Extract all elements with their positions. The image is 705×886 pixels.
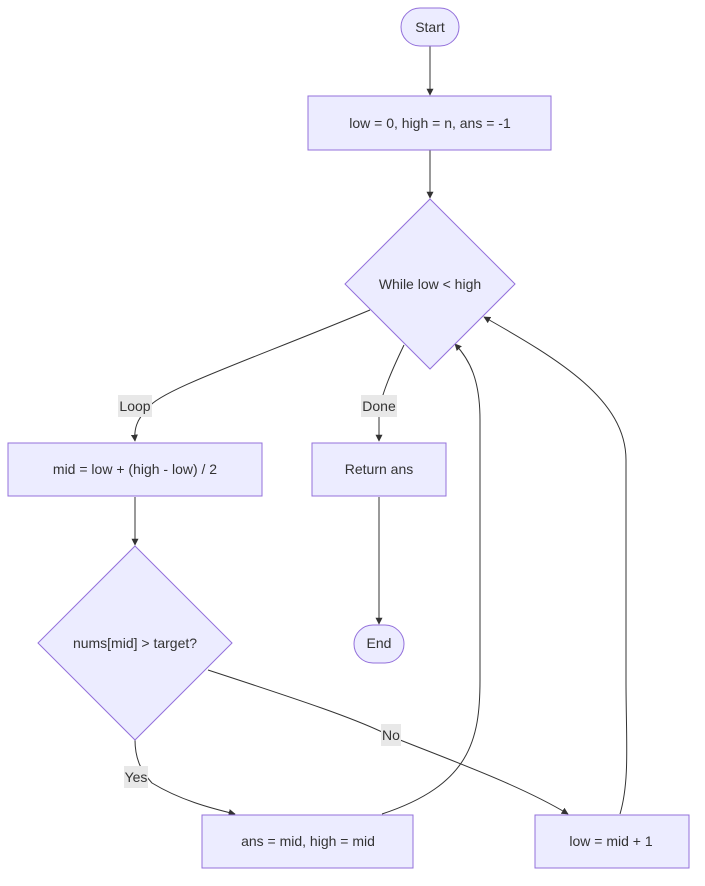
node-move-low: low = mid + 1 [534,814,690,869]
node-init-label: low = 0, high = n, ans = -1 [349,115,511,131]
node-start-label: Start [415,19,445,35]
edge-label-yes-text: Yes [125,769,148,785]
edge-label-loop-text: Loop [119,398,150,414]
node-compare: nums[mid] > target? [37,545,233,741]
node-return-ans-label: Return ans [345,461,413,477]
node-move-low-label: low = mid + 1 [569,833,652,849]
node-compare-label: nums[mid] > target? [73,635,197,651]
node-while-cond-label: While low < high [379,276,481,292]
node-end-label: End [367,635,392,651]
node-start: Start [400,7,460,47]
edge-label-no: No [381,724,401,746]
edge-label-done-text: Done [362,398,396,414]
edge-label-no-text: No [382,727,400,743]
edge-label-loop: Loop [118,395,152,417]
edge-label-done: Done [361,395,397,417]
edges [130,46,628,816]
edge-while-to-mid-loop [130,309,371,442]
node-end: End [353,624,405,664]
edge-while-to-return-done [375,344,405,442]
node-while-cond: While low < high [344,198,516,370]
edge-movelow-to-while [483,316,628,815]
node-return-ans: Return ans [311,442,447,497]
edge-compare-to-setans-yes [134,739,236,816]
edge-setans-to-while [381,343,481,815]
node-set-ans-label: ans = mid, high = mid [241,833,375,849]
node-mid-calc-label: mid = low + (high - low) / 2 [53,461,217,477]
node-mid-calc: mid = low + (high - low) / 2 [7,442,263,497]
edge-label-yes: Yes [124,766,148,788]
node-set-ans: ans = mid, high = mid [201,814,414,869]
node-init: low = 0, high = n, ans = -1 [307,95,552,151]
